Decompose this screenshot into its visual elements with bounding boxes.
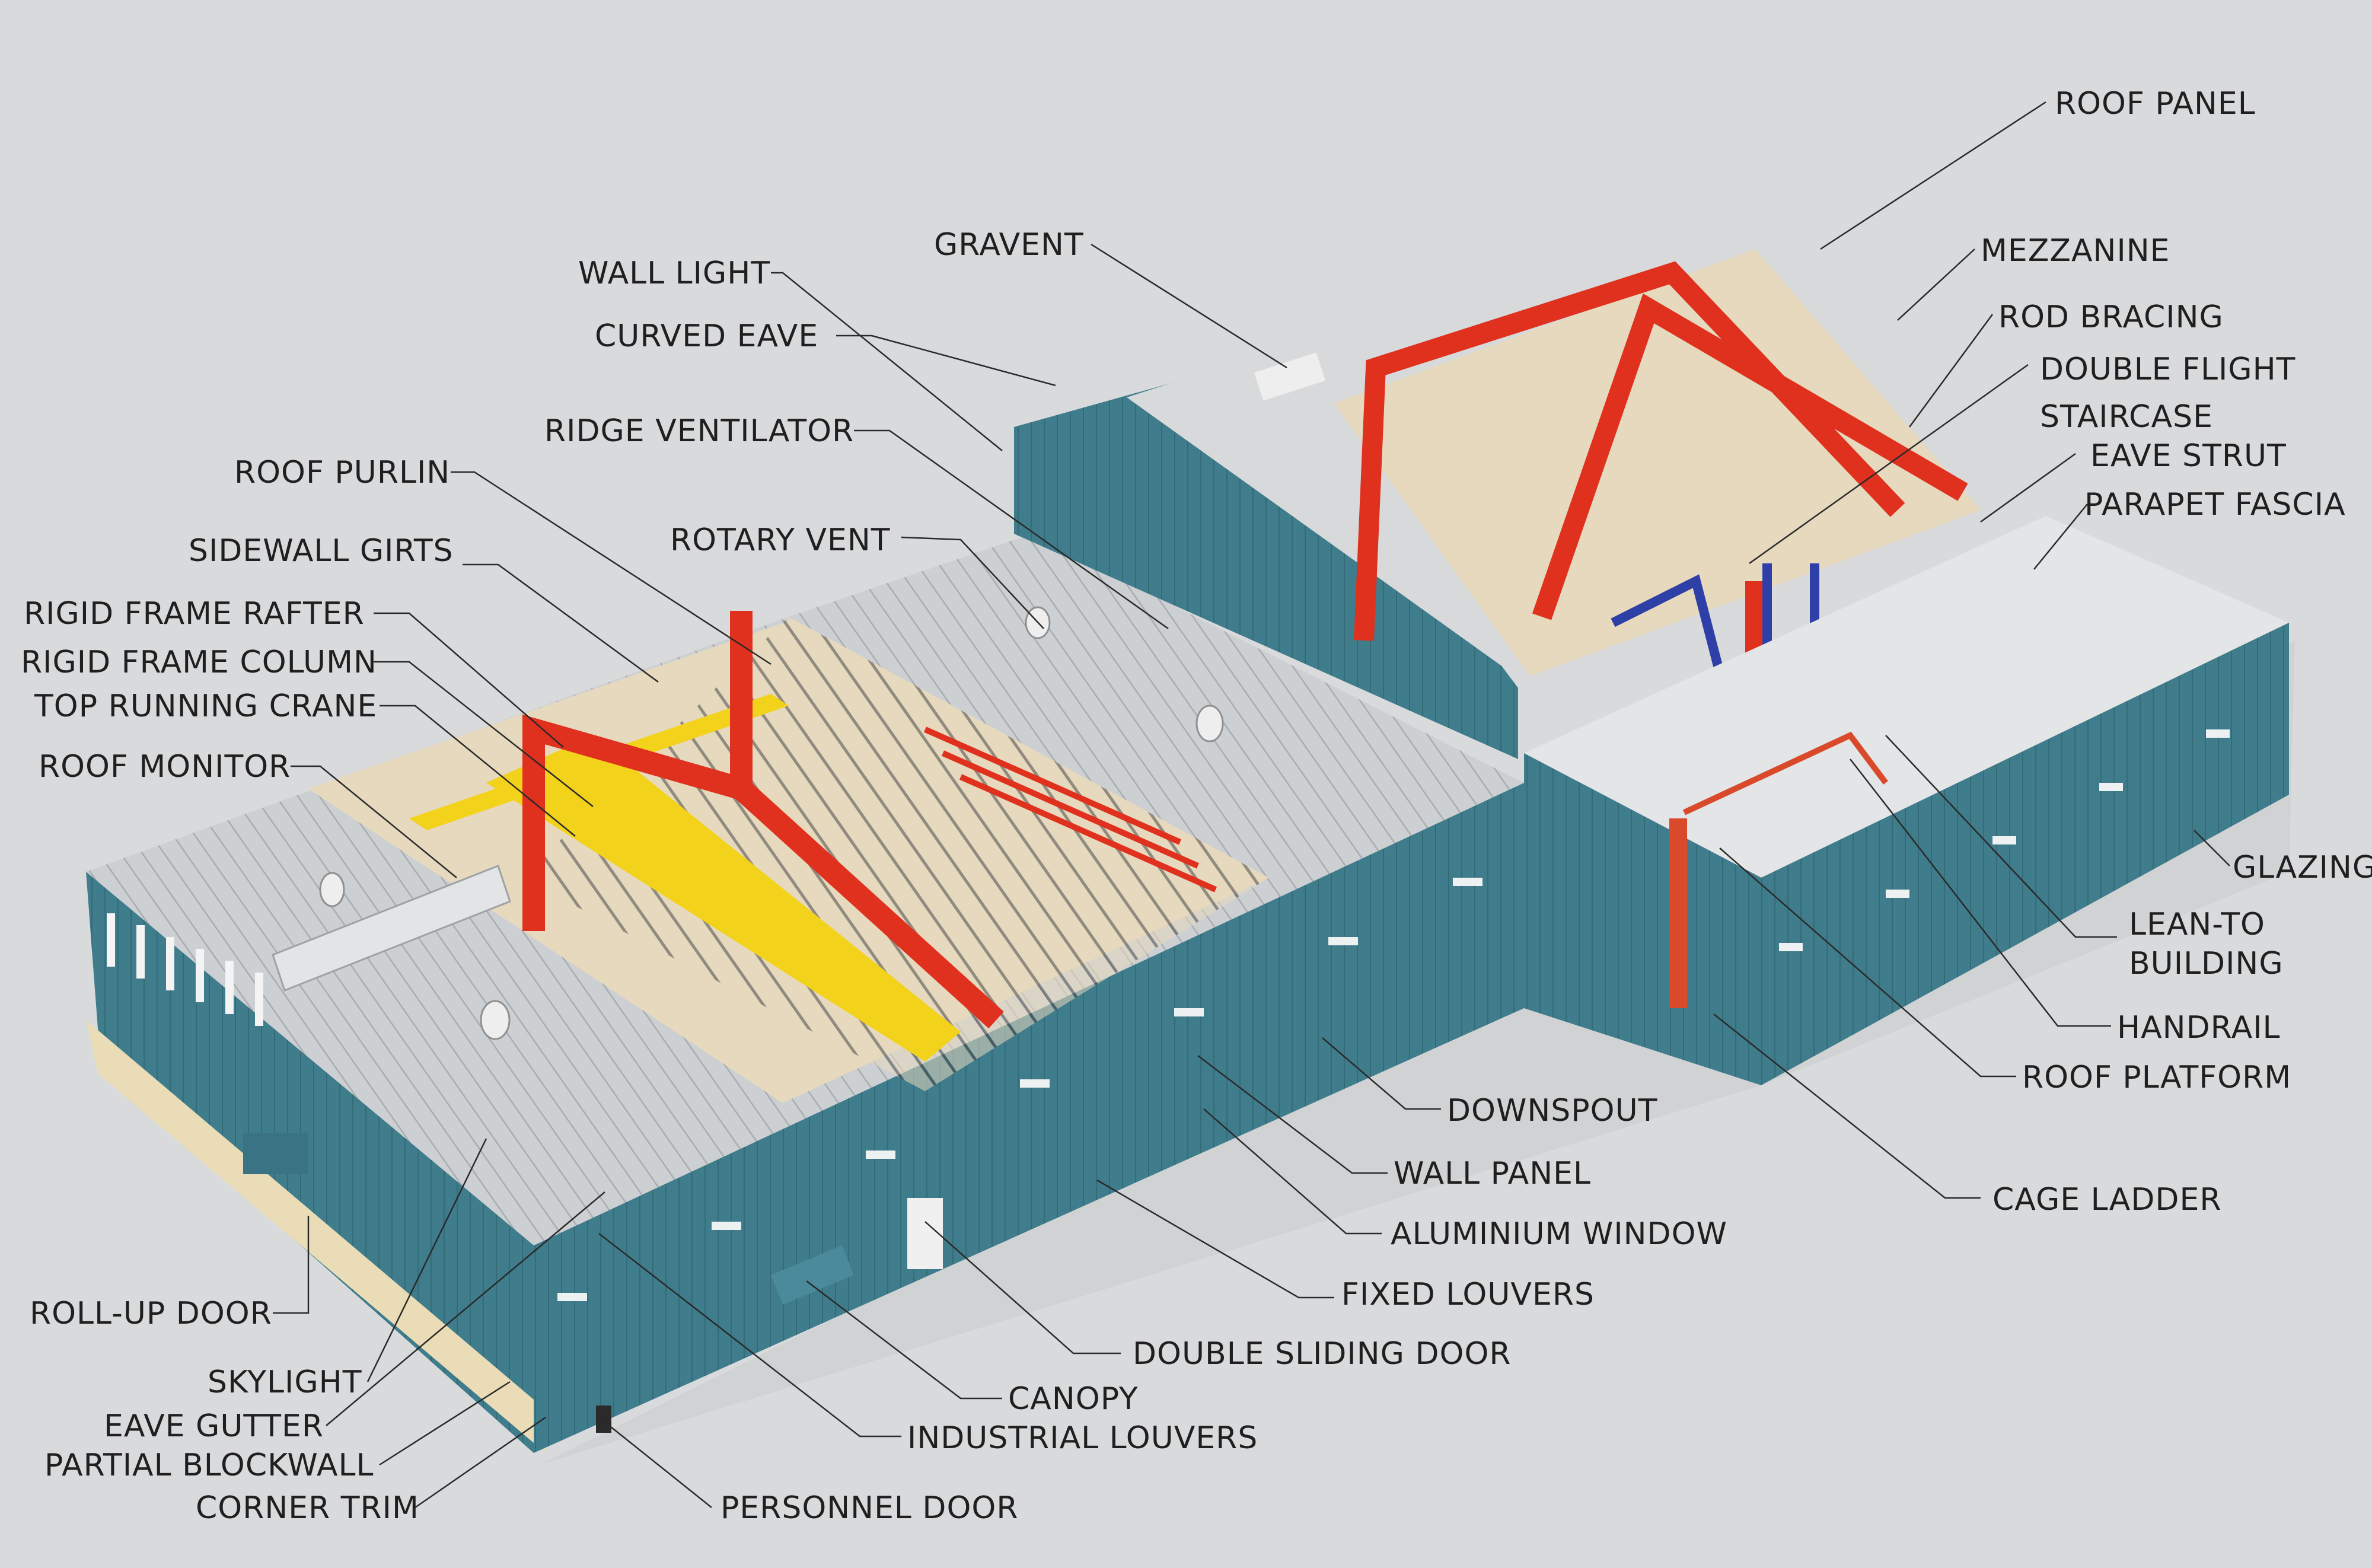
label-roof-purlin: ROOF PURLIN [234,455,450,490]
canopy-graphic [771,1245,854,1305]
label-canopy: CANOPY [1008,1381,1139,1417]
label-gravent: GRAVENT [934,227,1084,263]
label-glazing: GLAZING [2233,850,2372,885]
leanto-glazing [1779,729,2230,951]
red-purlins [923,726,1217,893]
label-aluminium-window: ALUMINIUM WINDOW [1391,1216,1727,1252]
label-building: BUILDING [2129,946,2284,981]
label-wall-light: WALL LIGHT [578,256,770,291]
front-wall-windows [557,878,1482,1301]
leader-lines [273,101,2230,1509]
label-corner-trim: CORNER TRIM [196,1490,419,1526]
label-eave-strut: EAVE STRUT [2090,438,2287,474]
leanto-front-wall [1761,623,2289,1085]
label-double-flight: DOUBLE FLIGHT [2040,352,2296,387]
end-wall-windows [107,913,263,1026]
label-rod-bracing: ROD BRACING [1998,299,2224,335]
exposed-purlins [522,617,1269,1091]
label-personnel-door: PERSONNEL DOOR [720,1490,1018,1526]
double-sliding-door-graphic [907,1198,943,1269]
label-partial-blockwall: PARTIAL BLOCKWALL [44,1448,374,1483]
leanto-side-wall [1524,753,1761,1085]
building-illustration [83,196,2295,1465]
label-downspout: DOWNSPOUT [1447,1093,1657,1129]
label-sidewall-girts: SIDEWALL GIRTS [189,533,454,569]
label-industrial-louvers: INDUSTRIAL LOUVERS [907,1420,1258,1456]
label-curved-eave: CURVED EAVE [595,318,818,354]
label-roof-platform: ROOF PLATFORM [2022,1060,2291,1095]
roll-up-door-graphic [243,1133,308,1174]
label-roof-monitor: ROOF MONITOR [39,749,291,785]
leanto-roof [1524,516,2289,878]
highbay-side-wall [1014,356,1518,759]
label-rigid-frame-column: RIGID FRAME COLUMN [21,645,377,680]
label-rotary-vent: ROTARY VENT [670,522,891,558]
label-ridge-ventilator: RIDGE VENTILATOR [544,413,854,449]
label-mezzanine: MEZZANINE [1981,233,2170,269]
main-rigid-frame [522,611,1004,1029]
label-fixed-louvers: FIXED LOUVERS [1341,1277,1595,1312]
roof-platform-graphic [1682,731,1888,815]
label-skylight: SKYLIGHT [208,1365,362,1400]
label-top-running-crane: TOP RUNNING CRANE [34,689,377,724]
label-handrail: HANDRAIL [2117,1010,2281,1046]
label-parapet-fascia: PARAPET FASCIA [2084,487,2346,522]
label-staircase: STAIRCASE [2040,399,2213,435]
crane-bridge [486,735,961,1062]
gravent-graphic [1254,352,1326,401]
roof-monitor [272,865,511,992]
label-cage-ladder: CAGE LADDER [1992,1182,2221,1218]
partial-blockwall [86,1020,546,1453]
label-roof-panel: ROOF PANEL [2055,86,2256,122]
callout-labels: ROOF PANEL MEZZANINE ROD BRACING DOUBLE … [21,86,2372,1526]
main-roof-back [789,534,1524,878]
cage-ladder-graphic [1669,818,1687,1008]
label-rigid-frame-rafter: RIGID FRAME RAFTER [24,596,365,632]
label-wall-panel: WALL PANEL [1394,1156,1591,1191]
label-double-sliding-door: DOUBLE SLIDING DOOR [1133,1336,1512,1372]
label-roll-up-door: ROLL-UP DOOR [30,1296,272,1331]
personnel-door-graphic [596,1406,611,1433]
label-eave-gutter: EAVE GUTTER [104,1408,324,1444]
label-lean-to: LEAN-TO [2129,907,2265,942]
crane-runway [409,694,789,830]
